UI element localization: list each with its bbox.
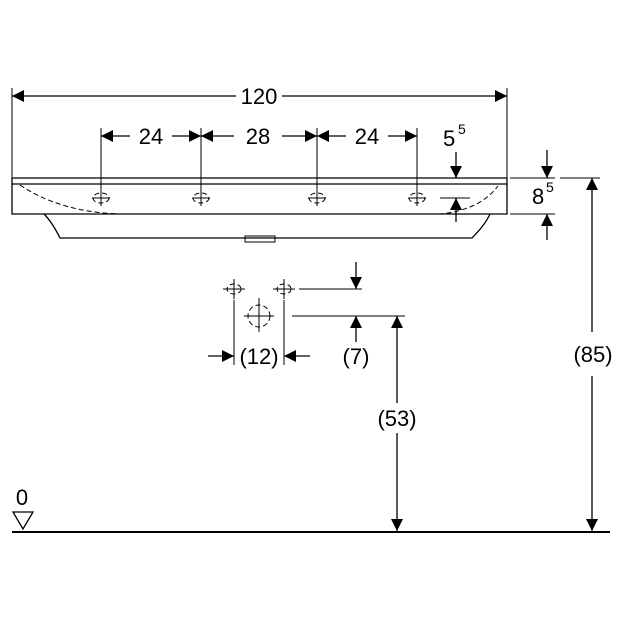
rim-offset-sup: 5	[458, 121, 466, 137]
rim-height-dimension: 8 5	[510, 150, 555, 240]
rim-offset-dimension: 5 5	[440, 121, 470, 222]
floor-level-label: 0	[16, 485, 28, 510]
tap-hole-icon	[92, 190, 426, 206]
total-height-dimension: (85)	[560, 177, 613, 531]
total-height-label: (85)	[573, 342, 612, 367]
washbasin-outline	[11, 177, 508, 243]
floor-level: 0	[11, 485, 610, 533]
rim-height-label: 8	[532, 184, 544, 209]
spacing-middle-label: 28	[246, 124, 270, 149]
tap-connection-icon	[223, 279, 295, 299]
drain-height-label: (53)	[377, 406, 416, 431]
overall-width-label: 120	[241, 84, 278, 109]
connection-detail: (12) (7) (53)	[208, 262, 417, 531]
tap-spacing-label: (12)	[239, 344, 278, 369]
tap-offset-label: (7)	[343, 344, 370, 369]
rim-height-sup: 5	[546, 179, 554, 195]
drain-outlet-icon	[244, 298, 274, 332]
rim-offset-label: 5	[443, 126, 455, 151]
overall-width-dimension: 120	[11, 84, 508, 178]
hole-spacing-dimension: 24 28 24	[100, 124, 418, 190]
spacing-right-label: 24	[355, 124, 379, 149]
spacing-left-label: 24	[139, 124, 163, 149]
level-marker-icon	[11, 511, 35, 531]
